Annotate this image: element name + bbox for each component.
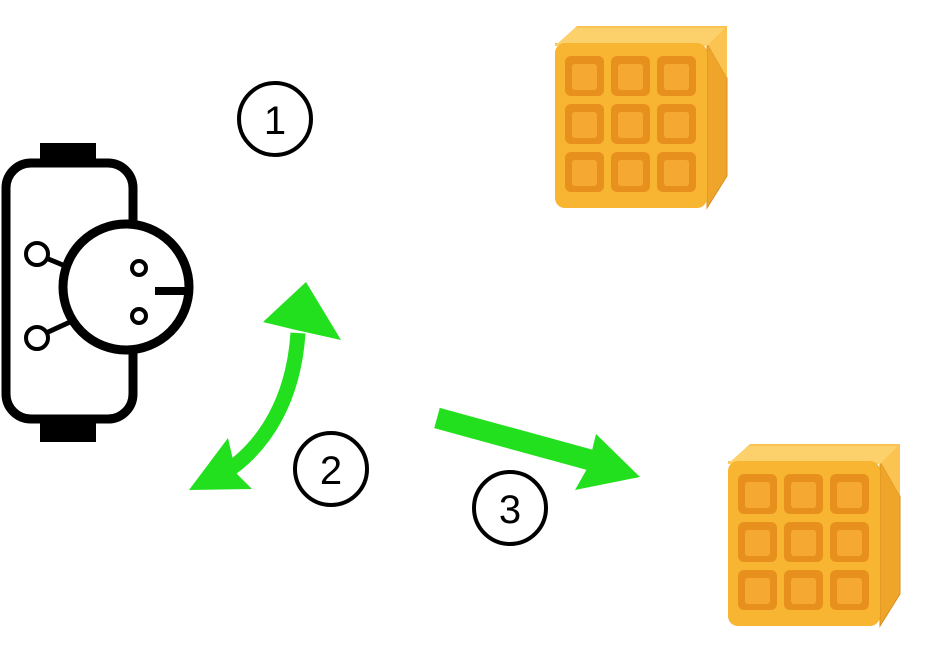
step-3-arrow [434, 407, 640, 490]
block-top [554, 25, 728, 209]
block-bottom [727, 443, 901, 627]
step-1-number: 1 [264, 99, 286, 143]
step-3-number: 3 [499, 488, 521, 532]
step-2-number: 2 [320, 449, 342, 493]
step-2-marker: 2 [293, 431, 369, 507]
step-2-arrow [189, 282, 341, 490]
step-3-marker: 3 [472, 470, 548, 546]
step-1-marker: 1 [237, 81, 313, 157]
xlr-connector-icon [1, 143, 194, 442]
